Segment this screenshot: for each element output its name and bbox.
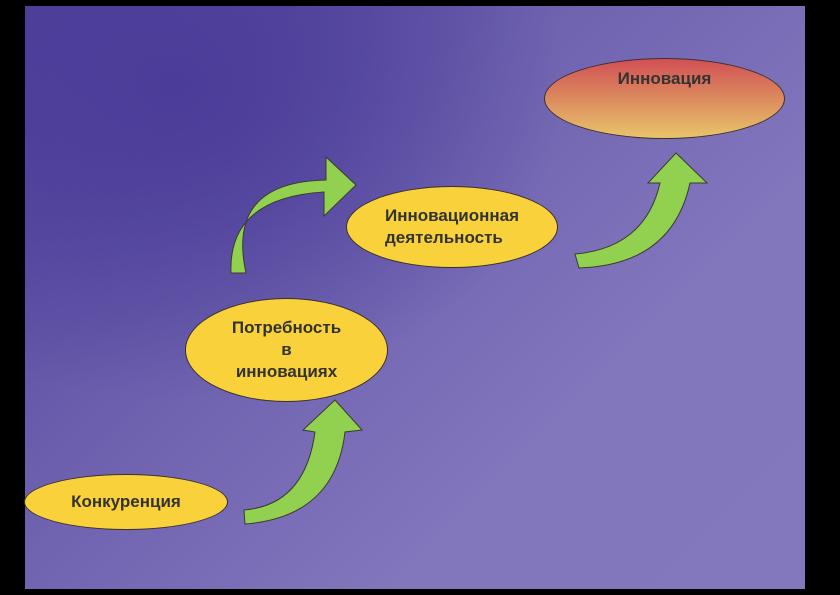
node-need: Потребность в инновациях — [185, 298, 388, 402]
node-need-label: Потребность в инновациях — [231, 318, 342, 381]
node-activity: Инновационная деятельность — [346, 186, 558, 268]
arrow-competition-to-need — [243, 399, 364, 525]
node-competition-label: Конкуренция — [71, 492, 181, 511]
node-innovation-label: Инновация — [617, 68, 712, 88]
arrow-need-to-activity — [230, 155, 357, 274]
node-activity-label: Инновационная деятельность — [384, 206, 520, 247]
node-competition: Конкуренция — [24, 474, 228, 530]
arrow-activity-to-innovation — [574, 152, 709, 269]
node-innovation: Инновация — [544, 58, 785, 139]
